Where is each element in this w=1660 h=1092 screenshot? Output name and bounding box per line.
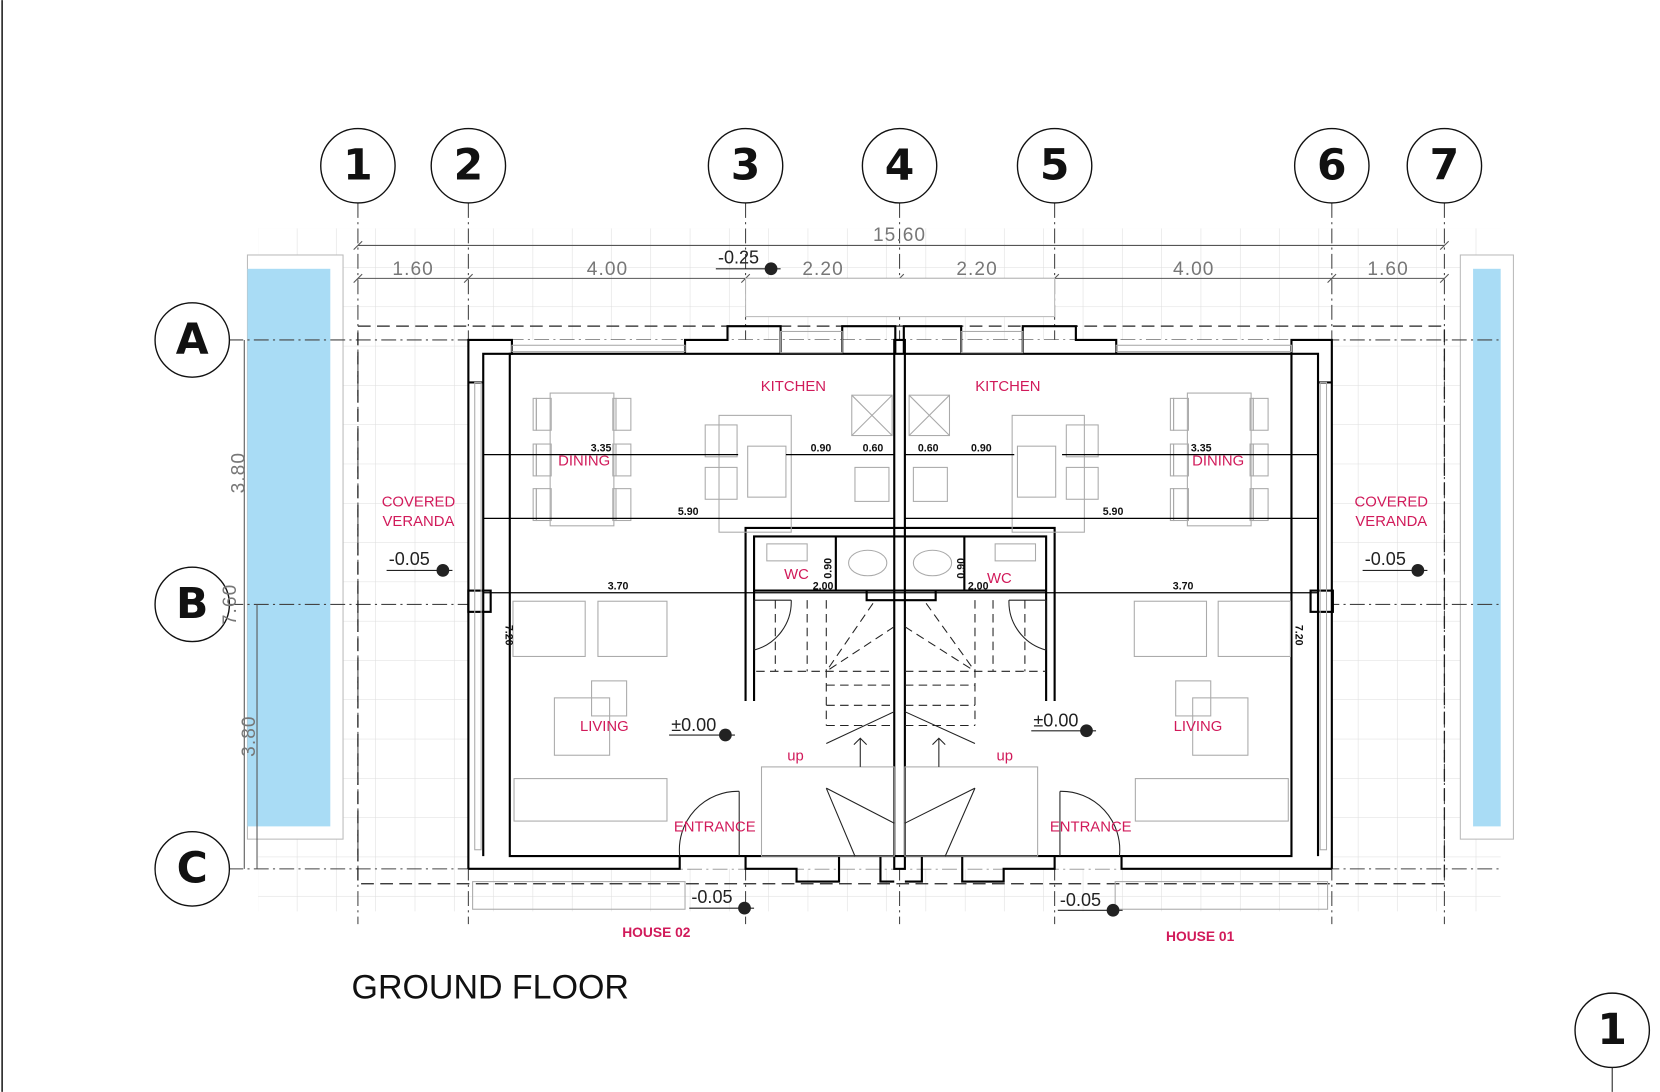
room-label-living-h01: LIVING — [1174, 719, 1223, 735]
dimensions-interior-house01-height: 7.20 — [1293, 625, 1305, 646]
grid-bubble-1: 1 — [320, 127, 396, 204]
grid-bubble-4: 4 — [861, 127, 938, 204]
drawing-title: GROUND FLOOR — [352, 968, 629, 1006]
levels-front_right: -0.05 — [1060, 890, 1101, 910]
dimension-chain: 15.60 1.60 4.00 2.20 2.20 4.00 1.60 3.80… — [220, 225, 1450, 869]
dimensions-interior-house01-depth: 5.90 — [1103, 506, 1124, 518]
grid-bubble-5: 5 — [1016, 127, 1093, 204]
levels-top: -0.25 — [718, 247, 759, 267]
grid_rows-2: C — [177, 844, 208, 893]
room-label-veranda-h02: COVERED — [382, 495, 456, 511]
grid-bubble-6: 6 — [1293, 127, 1370, 204]
levels-floor_right: ±0.00 — [1033, 711, 1078, 731]
dimensions-interior-house01-kitchen_b: 0.60 — [918, 442, 939, 454]
room-label-wc-h02: WC — [784, 567, 809, 583]
stair-up-label-h01: up — [996, 749, 1013, 765]
dimensions-segments-0: 1.60 — [392, 259, 433, 280]
sheet-number-bubble: 1 — [1574, 992, 1651, 1092]
pool-left — [247, 268, 331, 827]
grid_columns-4: 5 — [1040, 141, 1070, 190]
levels-front_left: -0.05 — [691, 887, 732, 907]
rooms-house02-veranda_2: VERANDA — [383, 514, 455, 530]
grid_columns-2: 3 — [731, 141, 761, 190]
dimensions-left_vertical-total: 7.60 — [220, 584, 241, 625]
furniture — [512, 392, 1291, 857]
rooms-house01-veranda_2: VERANDA — [1355, 514, 1427, 530]
room-label-kitchen-h02: KITCHEN — [761, 379, 826, 395]
dimensions-interior-house02-height: 7.20 — [503, 625, 515, 646]
dimensions-left_vertical-upper: 3.80 — [228, 452, 249, 493]
dimensions-interior-house01-kitchen_a: 0.90 — [971, 442, 992, 454]
dimensions-segments-3: 2.20 — [956, 259, 997, 280]
levels-veranda_right: -0.05 — [1365, 549, 1406, 569]
grid_columns-3: 4 — [885, 141, 915, 190]
grid_columns-5: 6 — [1317, 141, 1347, 190]
roof-outline — [357, 325, 1446, 885]
sheet_number: 1 — [1597, 1006, 1627, 1055]
overall-dimension: 15.60 — [873, 225, 926, 246]
grid_rows-0: A — [176, 315, 209, 364]
grid-bubble-3: 3 — [707, 127, 784, 204]
staircase — [678, 599, 1121, 857]
entrance-canopy — [745, 277, 1056, 318]
room-label-living-h02: LIVING — [580, 719, 629, 735]
dimensions-interior-house02-kitchen_a: 0.90 — [811, 442, 832, 454]
room-label-wc-h01: WC — [987, 571, 1012, 587]
dimensions-segments-4: 4.00 — [1173, 259, 1214, 280]
grid_columns-6: 7 — [1430, 141, 1460, 190]
dimensions-interior-house02-depth: 5.90 — [678, 506, 699, 518]
dimensions-segments-1: 4.00 — [587, 259, 628, 280]
dimensions-interior-house02-kitchen_b: 0.60 — [863, 442, 884, 454]
room-label-entrance-h01: ENTRANCE — [1050, 820, 1132, 836]
pool-right — [1473, 268, 1501, 827]
room-label-veranda-h01: COVERED — [1355, 495, 1429, 511]
house-02-label: HOUSE 02 — [622, 925, 691, 940]
grid-bubble-A: A — [154, 302, 231, 378]
stair-up-label-h02: up — [787, 749, 804, 765]
dimensions-segments-5: 1.60 — [1367, 259, 1408, 280]
interior-dimensions — [483, 454, 1319, 594]
windows — [472, 330, 1329, 910]
room-label-dining-h02: DINING — [558, 453, 610, 469]
dimensions-interior-house02-living: 3.70 — [608, 581, 629, 593]
room-label-kitchen-h01: KITCHEN — [975, 379, 1040, 395]
room-label-dining-h01: DINING — [1192, 453, 1244, 469]
grid-bubble-2: 2 — [430, 127, 507, 204]
dimensions-interior-house02-wc_l: 2.00 — [813, 581, 834, 593]
level-markers: -0.25 -0.05 -0.05 ±0.00 ±0.00 -0.05 -0.0… — [386, 247, 1428, 917]
levels-veranda_left: -0.05 — [389, 549, 430, 569]
dimensions-left_vertical-lower: 3.80 — [239, 715, 260, 756]
dimensions-segments-2: 2.20 — [802, 259, 843, 280]
dimensions-interior-house02-dining: 3.35 — [591, 442, 612, 454]
house-01-label: HOUSE 01 — [1166, 929, 1235, 944]
dimensions-interior-house01-dining: 3.35 — [1191, 442, 1212, 454]
grid_columns-0: 1 — [343, 141, 373, 190]
grid-bubble-B: B — [154, 566, 231, 643]
room-label-entrance-h02: ENTRANCE — [674, 820, 756, 836]
grid_columns-1: 2 — [454, 141, 484, 190]
dimensions-interior-house01-living: 3.70 — [1173, 581, 1194, 593]
dimensions-interior-house01-wc_l: 2.00 — [968, 581, 989, 593]
grid-bubble-C: C — [154, 831, 231, 907]
levels-floor_left: ±0.00 — [671, 715, 716, 735]
dimensions-interior-house01-wc_w: 0.90 — [955, 558, 967, 579]
grid-bubble-7: 7 — [1406, 127, 1483, 204]
dimensions-interior-house02-wc_w: 0.90 — [823, 558, 835, 579]
grid_rows-1: B — [176, 580, 208, 629]
